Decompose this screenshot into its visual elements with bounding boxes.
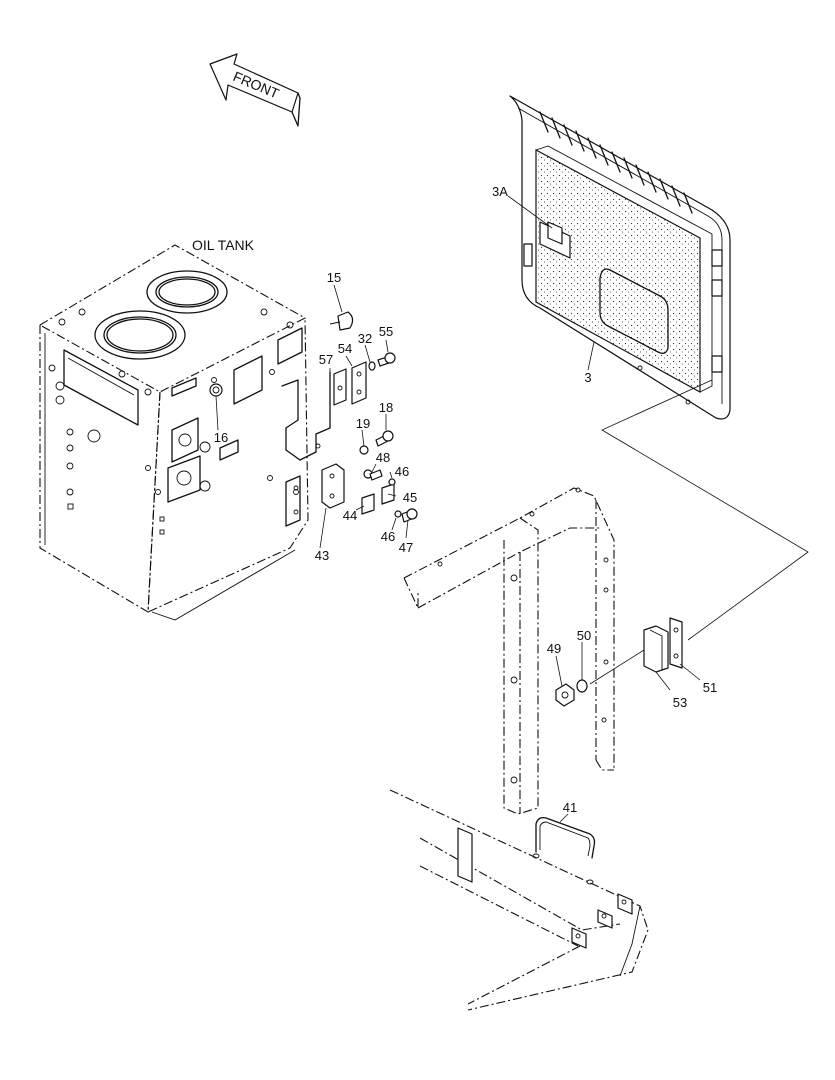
callout-46-upper: 46 bbox=[395, 464, 409, 479]
base-frame bbox=[389, 789, 649, 1011]
hardware-parts bbox=[209, 311, 588, 707]
callout-numbers: 15 32 55 57 54 16 19 18 48 46 45 44 46 4… bbox=[214, 184, 717, 815]
callout-3A: 3A bbox=[492, 184, 508, 199]
callout-18: 18 bbox=[379, 400, 393, 415]
panel-louvers bbox=[539, 111, 693, 214]
callout-46-lower: 46 bbox=[381, 529, 395, 544]
callout-53: 53 bbox=[673, 695, 687, 710]
callout-44: 44 bbox=[343, 508, 357, 523]
callout-43: 43 bbox=[315, 548, 329, 563]
callout-47: 47 bbox=[399, 540, 413, 555]
callout-51: 51 bbox=[703, 680, 717, 695]
callout-15: 15 bbox=[327, 270, 341, 285]
callout-55: 55 bbox=[379, 324, 393, 339]
callout-45: 45 bbox=[403, 490, 417, 505]
callout-41: 41 bbox=[563, 800, 577, 815]
callout-16: 16 bbox=[214, 430, 228, 445]
front-arrow: FRONT bbox=[209, 53, 301, 127]
side-panel bbox=[509, 95, 731, 420]
callout-32: 32 bbox=[358, 331, 372, 346]
callout-50: 50 bbox=[577, 628, 591, 643]
callout-48: 48 bbox=[376, 450, 390, 465]
callout-57: 57 bbox=[319, 352, 333, 367]
oil-tank bbox=[38, 244, 331, 621]
callout-19: 19 bbox=[356, 416, 370, 431]
callout-54: 54 bbox=[338, 341, 352, 356]
leader-lines bbox=[215, 195, 809, 823]
support-frame bbox=[403, 487, 615, 815]
oil-tank-label: OIL TANK bbox=[192, 237, 255, 253]
callout-49: 49 bbox=[547, 641, 561, 656]
callout-3: 3 bbox=[584, 370, 591, 385]
rubber-pad-assembly bbox=[643, 617, 683, 673]
grab-handle bbox=[532, 816, 596, 885]
